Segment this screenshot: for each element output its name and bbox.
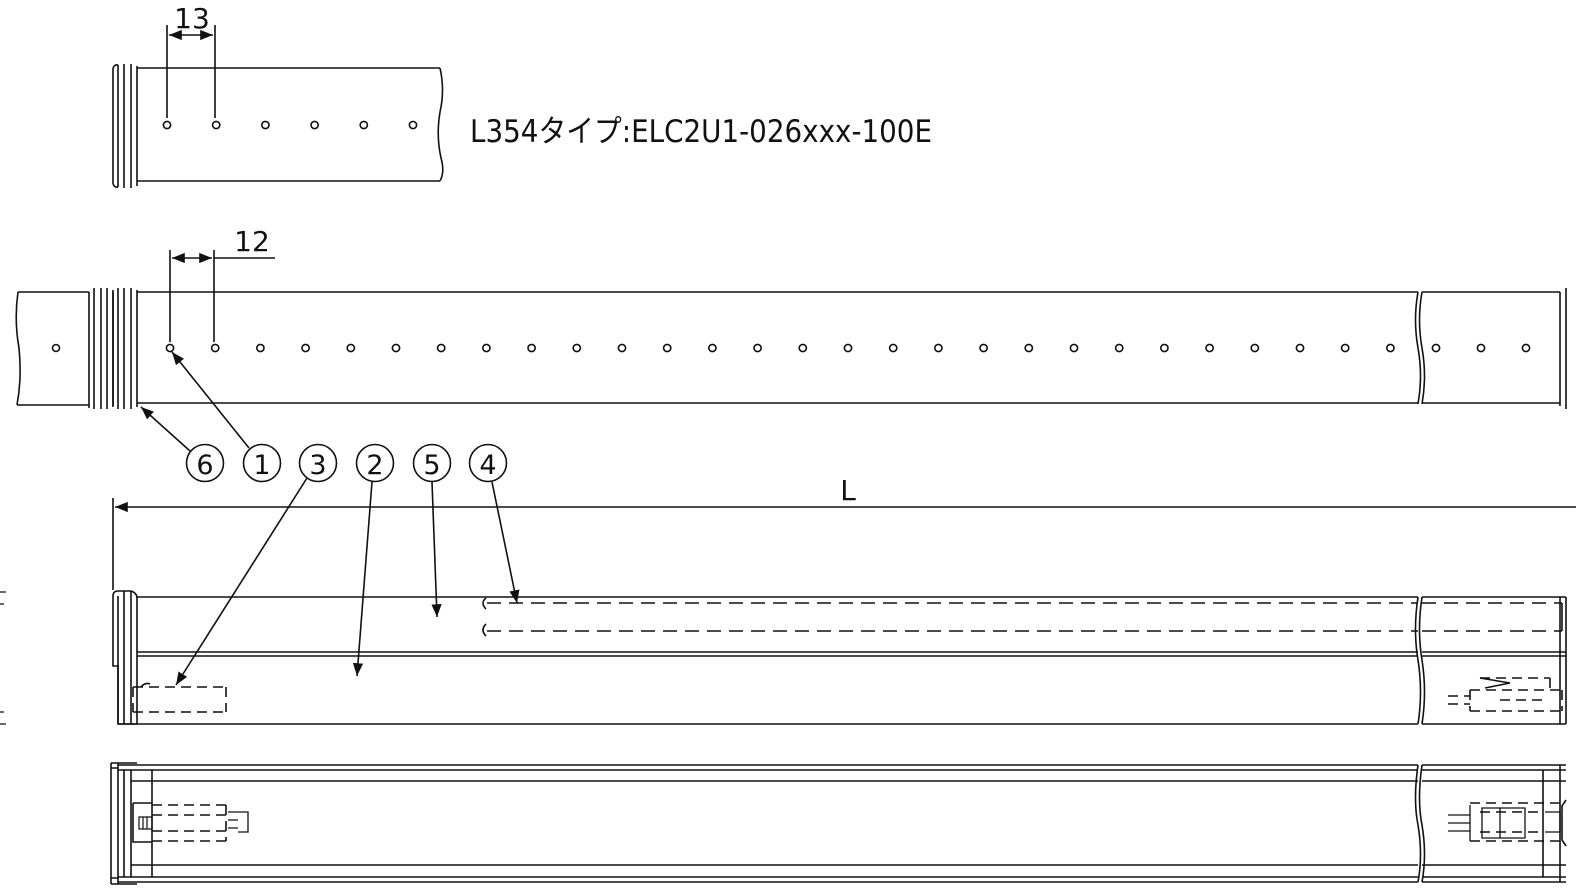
hole (888, 343, 898, 353)
left-hole (51, 343, 61, 353)
bottom-view (110, 762, 1567, 885)
hole (1340, 343, 1350, 353)
hole (346, 343, 356, 353)
hole (359, 120, 369, 130)
hole (1024, 343, 1034, 353)
callout-2-number: 2 (366, 450, 383, 481)
hole (260, 120, 270, 130)
dim-L-label: L (840, 474, 856, 507)
hole (1431, 343, 1441, 353)
callout-1-number: 1 (253, 450, 270, 481)
leader-6 (140, 406, 191, 452)
hole (753, 343, 762, 353)
hole (1295, 343, 1305, 353)
hole (617, 343, 627, 353)
hole (1521, 343, 1531, 353)
hole (210, 343, 220, 353)
leader-5 (431, 481, 442, 618)
callout-1: 1 (242, 443, 282, 483)
hole (1386, 343, 1395, 353)
top-hole-row (162, 120, 418, 130)
left-connector-hidden (132, 686, 227, 713)
hole (301, 343, 310, 353)
dim-13-label: 13 (174, 2, 210, 35)
callout-5-number: 5 (423, 450, 440, 481)
hole (1476, 343, 1486, 353)
hole (708, 343, 717, 353)
hole (798, 343, 808, 353)
callout-6: 6 (185, 443, 225, 483)
callout-bubbles: 6 1 3 2 5 4 (185, 443, 508, 483)
callout-3-number: 3 (309, 450, 326, 481)
leader-3 (175, 477, 308, 686)
type-label: L354タイプ:ELC2U1-026xxx-100E (470, 114, 932, 150)
hole (436, 343, 446, 353)
callout-6-number: 6 (196, 450, 213, 481)
leader-2 (352, 481, 373, 677)
top-detail-view: 13 L354タイプ:ELC2U1-026xxx-100E (112, 2, 932, 188)
hole (979, 343, 988, 353)
hole (310, 120, 319, 130)
callout-4: 4 (468, 443, 508, 483)
hole (255, 343, 265, 353)
bottom-right-connector-hidden (1470, 802, 1562, 842)
leader-1 (171, 351, 250, 449)
middle-hole-row (165, 343, 1531, 353)
bottom-left-connector-hidden (152, 804, 227, 842)
callout-5: 5 (412, 443, 452, 483)
hole (408, 120, 418, 130)
hole (843, 343, 853, 353)
hole (1250, 343, 1260, 353)
side-view: L (0, 474, 1576, 725)
callout-2: 2 (355, 443, 395, 483)
hole (391, 343, 401, 353)
dim-12-label: 12 (234, 225, 270, 258)
hole (572, 343, 582, 353)
hole (162, 120, 172, 130)
hole (1205, 343, 1214, 353)
right-connector-hidden (1448, 677, 1563, 712)
hole (211, 120, 221, 130)
hole (1069, 343, 1079, 353)
leader-4 (491, 481, 520, 604)
hole (165, 343, 175, 353)
middle-view: 12 (15, 225, 1567, 452)
hole (1160, 343, 1169, 353)
hole (934, 343, 943, 353)
hole (481, 343, 491, 353)
hole (662, 343, 672, 353)
led-strip-hidden (487, 602, 1563, 632)
hole (527, 343, 536, 353)
callout-3: 3 (298, 443, 338, 483)
hole (1114, 343, 1124, 353)
callout-4-number: 4 (479, 450, 496, 481)
